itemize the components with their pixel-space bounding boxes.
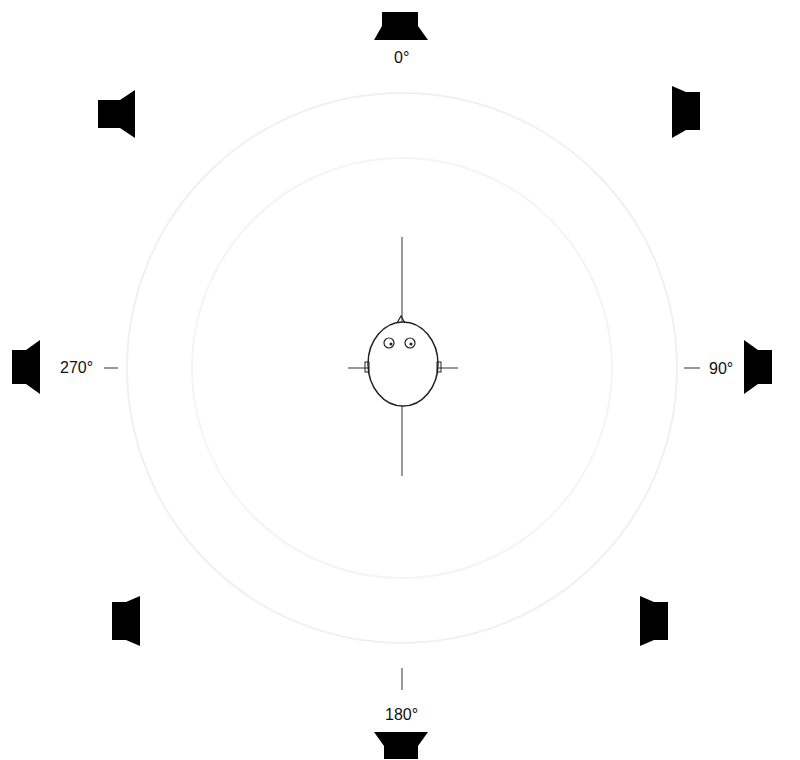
angle-label: 0° [392, 49, 411, 67]
speaker-symbol [12, 340, 40, 394]
ear-line [436, 368, 458, 369]
angle-label: 270° [58, 359, 95, 377]
eye [384, 338, 394, 348]
guide-circle [127, 93, 677, 643]
speaker-symbol [744, 340, 772, 394]
angle-label: 90° [707, 360, 735, 378]
guide-circle [192, 158, 612, 578]
axis-tick [402, 668, 403, 690]
angle-label: 180° [383, 706, 420, 724]
ear [437, 362, 441, 372]
nose [397, 316, 405, 323]
speaker-symbol [640, 596, 668, 646]
axis-tick [104, 368, 118, 369]
pupil [410, 343, 413, 346]
speaker-symbol [374, 732, 428, 759]
ear [365, 362, 369, 372]
speaker-symbol [98, 90, 135, 138]
speaker-symbol [112, 596, 140, 646]
eye [405, 338, 415, 348]
speaker-symbol [672, 86, 700, 138]
listener-head [368, 322, 438, 406]
speaker-symbol [374, 12, 428, 40]
axis-tick [684, 368, 700, 369]
pupil [390, 343, 393, 346]
